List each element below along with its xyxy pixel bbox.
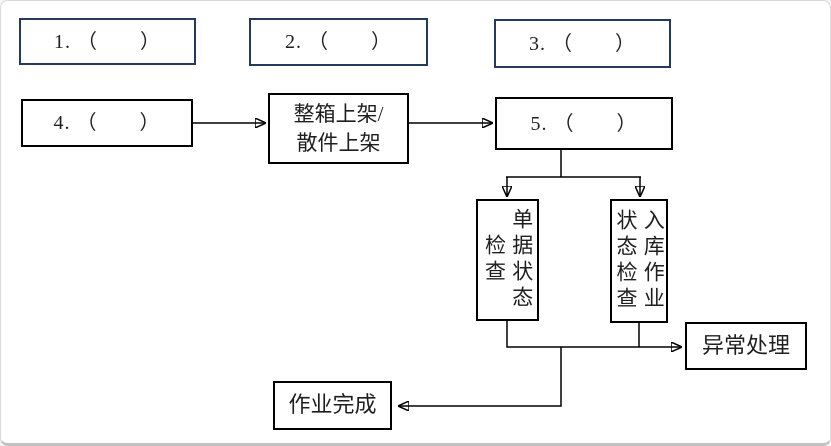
node-step3-label: 3. （ ） (529, 32, 636, 55)
doc-status-check-col2: 检查 (482, 234, 507, 286)
node-inbound-status-check: 入库作业 状态检查 (610, 199, 668, 323)
exception-handling-label: 异常处理 (701, 332, 790, 358)
node-job-complete: 作业完成 (273, 381, 392, 430)
node-step4-label: 4. （ ） (53, 112, 161, 134)
node-step1-label: 1. （ ） (54, 30, 161, 53)
arrow-to-job-complete (399, 347, 562, 406)
node-step4-blank: 4. （ ） (21, 99, 193, 147)
node-step5-label: 5. （ ） (530, 112, 638, 135)
job-complete-label: 作业完成 (288, 392, 377, 418)
node-shelving-line1: 整箱上架/ (293, 101, 384, 126)
node-step2-label: 2. （ ） (285, 31, 392, 53)
node-step5-blank: 5. （ ） (495, 97, 673, 150)
node-step1-blank: 1. （ ） (19, 18, 196, 65)
inbound-status-check-col1: 入库作业 (641, 209, 666, 313)
doc-status-check-col1: 单据状态 (509, 208, 534, 312)
node-step2-blank: 2. （ ） (249, 18, 428, 66)
node-shelving: 整箱上架/ 散件上架 (268, 93, 409, 164)
node-step3-blank: 3. （ ） (494, 19, 671, 68)
arrow-doc-check-to-exception (506, 321, 681, 347)
node-exception-handling: 异常处理 (685, 322, 807, 370)
node-shelving-line2: 散件上架 (296, 130, 381, 155)
node-doc-status-check: 单据状态 检查 (476, 199, 539, 321)
inbound-status-check-col2: 状态检查 (614, 209, 638, 313)
